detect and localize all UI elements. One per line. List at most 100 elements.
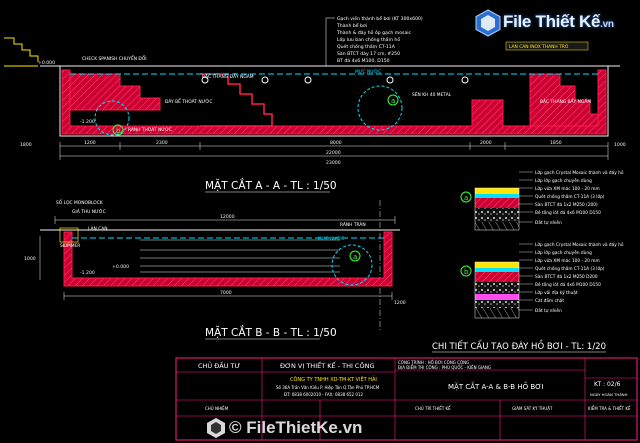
svg-text:b: b [116,127,121,135]
aa-elev-1: +0.000 [38,60,55,66]
detail-b-note-2: Lớp lớp gạch chuyên dùng [535,249,592,256]
logo-name: File Thiết Kế [503,12,601,31]
aa-label-5: LAN CAN INOX THANH TRÒ [509,43,569,50]
aa-note-1: Gạch viền thành bể bơi (KT 300x600) [337,14,423,22]
tb-role-4: KIỂM TRA & THIẾT KẾ [588,405,631,411]
section-bb: a SỐ LỌC MONOBLOCK GIÁ THU NƯỚC LAN CAN … [24,198,406,340]
aa-note-5: Quét chống thấm CT-11A [337,43,396,50]
tb-address: Số 36A Trần Văn Kiều P. Hiệp Tân Q.Tân P… [276,385,380,390]
hexagon-logo-icon [475,9,501,37]
detail-a-note-4: Quét chống thấm CT-11A (3 lớp) [535,193,605,200]
detail-b-note-5: Sàn BTCT đá 1x2 M250 D200 [535,273,598,280]
aa-dim-9: 1000 [614,142,626,148]
detail-a-note-3: Lớp vữa XM mác 100 - 20 mm [535,185,600,192]
tb-role-2: CHỦ TRÌ THIẾT KẾ [415,405,451,411]
svg-text:a: a [353,253,357,261]
detail-b-note-9: Đất tự nhiên [535,307,562,314]
bb-labels: SỐ LỌC MONOBLOCK GIÁ THU NƯỚC LAN CAN SK… [56,198,366,249]
floor-detail: a Lớp gạch Crystal Mosaic thành và đáy h… [432,168,624,353]
tb-code: KT : 02/6 [594,381,621,388]
aa-note-4: Lớp lưu ban chống thấm hồ [337,35,400,43]
section-aa-title: MẶT CẮT A - A - TL : 1/50 [205,178,337,192]
aa-label-2: ĐÁY BỂ THOÁT NƯỚC [165,97,212,105]
svg-text:a: a [391,97,395,105]
aa-note-6: Sàn BTCT dày 17 cm, #250 [337,50,400,57]
site-logo[interactable]: File Thiết Kế.vn [473,6,623,40]
aa-dim-4: 8000 [330,140,342,146]
bb-label-6: RÃNH TRÀN [340,221,366,228]
detail-b-note-1: Lớp gạch Crystal Mosaic thành và đáy hồ [535,240,624,248]
bb-steps [140,239,340,273]
aa-label-4: SÉN KH 40 METAL [412,90,452,98]
detail-b-note-4: Quét chống thấm CT-11A (3 lớp) [535,265,605,272]
detail-a-note-2: Lớp lớp gạch chuyên dùng [535,177,592,184]
bb-label-1: SỐ LỌC MONOBLOCK [56,198,103,206]
hexagon-logo-icon [207,418,225,438]
aa-labels: CHECK SPANISH CHUYỂN ĐỔI ĐÁY BỂ THOÁT NƯ… [82,41,591,133]
pool-section-aa: a b [40,65,620,137]
bb-dim-2: -1.200 [80,270,95,276]
detail-marker-a: a [464,194,468,202]
aa-dim-7: 1850 [550,140,562,146]
aa-label-6: BẬC THANG BẤY NGẦM [540,97,591,105]
inlet-nozzles [201,76,469,84]
bb-dims-top [39,200,396,330]
aa-dim-2: 1200 [84,140,96,146]
logo-text: File Thiết Kế.vn [503,12,614,32]
detail-title: CHI TIẾT CẤU TẠO ĐÁY HỒ BƠI - TL: 1/20 [432,339,606,352]
detail-b-note-8: Cát đầm chặt [535,296,564,304]
bb-dim-6: 1200 [394,300,406,306]
aa-label-3: MỰC NƯỚC [355,68,381,75]
bb-dim-1: 1000 [24,256,36,262]
aa-dim-6: 2000 [480,140,492,146]
pool-section-bb [63,231,393,287]
detail-a: a Lớp gạch Crystal Mosaic thành và đáy h… [460,168,624,231]
aa-note-7: BT đá 4x6 M100, D150 [337,57,390,64]
aa-label-8: BẬC THANG ĐẨY NGẦM [202,72,254,80]
aa-dim-text: 22000 1200 2300 8000 23000 2000 1850 180… [20,60,626,166]
tb-project: CÔNG TRÌNH : HỒ BƠI CÔNG CỘNG [398,360,469,365]
tb-role-3: GIÁM SÁT KỸ THUẬT [512,406,553,411]
detail-a-note-5: Sàn BTCT đá 1x2 M250 (200) [535,201,598,208]
tb-owner: CHỦ ĐẦU TƯ [198,360,241,370]
aa-elev-2: -1.200 [80,119,95,125]
aa-dim-3: 2300 [156,140,168,146]
section-aa: a b Gạch viền thành bể bơi (KT 300x600) … [4,14,626,193]
tb-drawing: MẶT CẮT A-A & B-B HỒ BƠI [448,381,544,391]
tb-company: CÔNG TY TNHH XD-TM-KT VIỆT HẢI [290,375,377,383]
watermark: © FileThietKe.vn [205,417,465,439]
tb-phone: ĐT: 0838 6002010 - FAX: 0838 652 012 [284,392,363,397]
tb-date: NGÀY HOÀN THÀNH [590,392,628,397]
detail-b: b Lớp gạch Crystal Mosaic thành và đáy h… [460,240,624,319]
tb-location: ĐỊA ĐIỂM THI CÔNG : PHÚ QUỐC - KIÊN GIAN… [398,365,491,370]
section-bb-title: MẶT CẮT B - B - TL : 1/50 [205,325,337,339]
aa-dim-1: 22000 [326,150,341,156]
bb-label-5: MỰC NƯỚC [318,235,344,242]
aa-dim-8: 1800 [20,142,32,148]
bb-dims [63,292,393,300]
bb-label-3: LAN CAN [88,226,108,232]
aa-dimensions [59,142,609,160]
detail-marker-b: b [464,268,469,276]
aa-note-3: Thành & đáy hồ ốp gạch mosaic [336,28,412,36]
aa-dim-5: 23000 [326,160,341,166]
bb-dim-5: 12000 [220,214,235,220]
detail-a-note-1: Lớp gạch Crystal Mosaic thành và đáy hồ [535,168,624,176]
watermark-text: © FileThietKe.vn [229,418,363,437]
bb-dim-text: 1000 -1.200 +0.000 7000 12000 1200 [24,214,406,306]
bb-label-2: GIÁ THU NƯỚC [72,208,106,215]
detail-b-note-3: Lớp vữa XM mác 100 - 20 mm [535,257,600,264]
aa-label-1: CHECK SPANISH CHUYỂN ĐỔI [82,54,147,62]
aa-label-7: RÃNH THOÁT NƯỚC [128,126,172,133]
bb-label-4: SKIMMER [60,243,80,249]
site-stairs [4,37,39,67]
bb-dim-4: 7000 [220,290,232,296]
bb-dim-3: +0.000 [112,264,129,270]
tb-designer: ĐƠN VỊ THIẾT KẾ - THI CÔNG [280,360,375,370]
detail-b-note-6: Bê tông lót đá 4x6 M100 D150 [535,281,601,288]
detail-a-note-6: Bê tông lót đá 4x6 M100 D150 [535,209,601,216]
title-block: CHỦ ĐẦU TƯ ĐƠN VỊ THIẾT KẾ - THI CÔNG CÔ… [175,357,638,441]
aa-notes: Gạch viền thành bể bơi (KT 300x600) Thàn… [325,14,423,66]
skimmer-box [59,227,79,243]
